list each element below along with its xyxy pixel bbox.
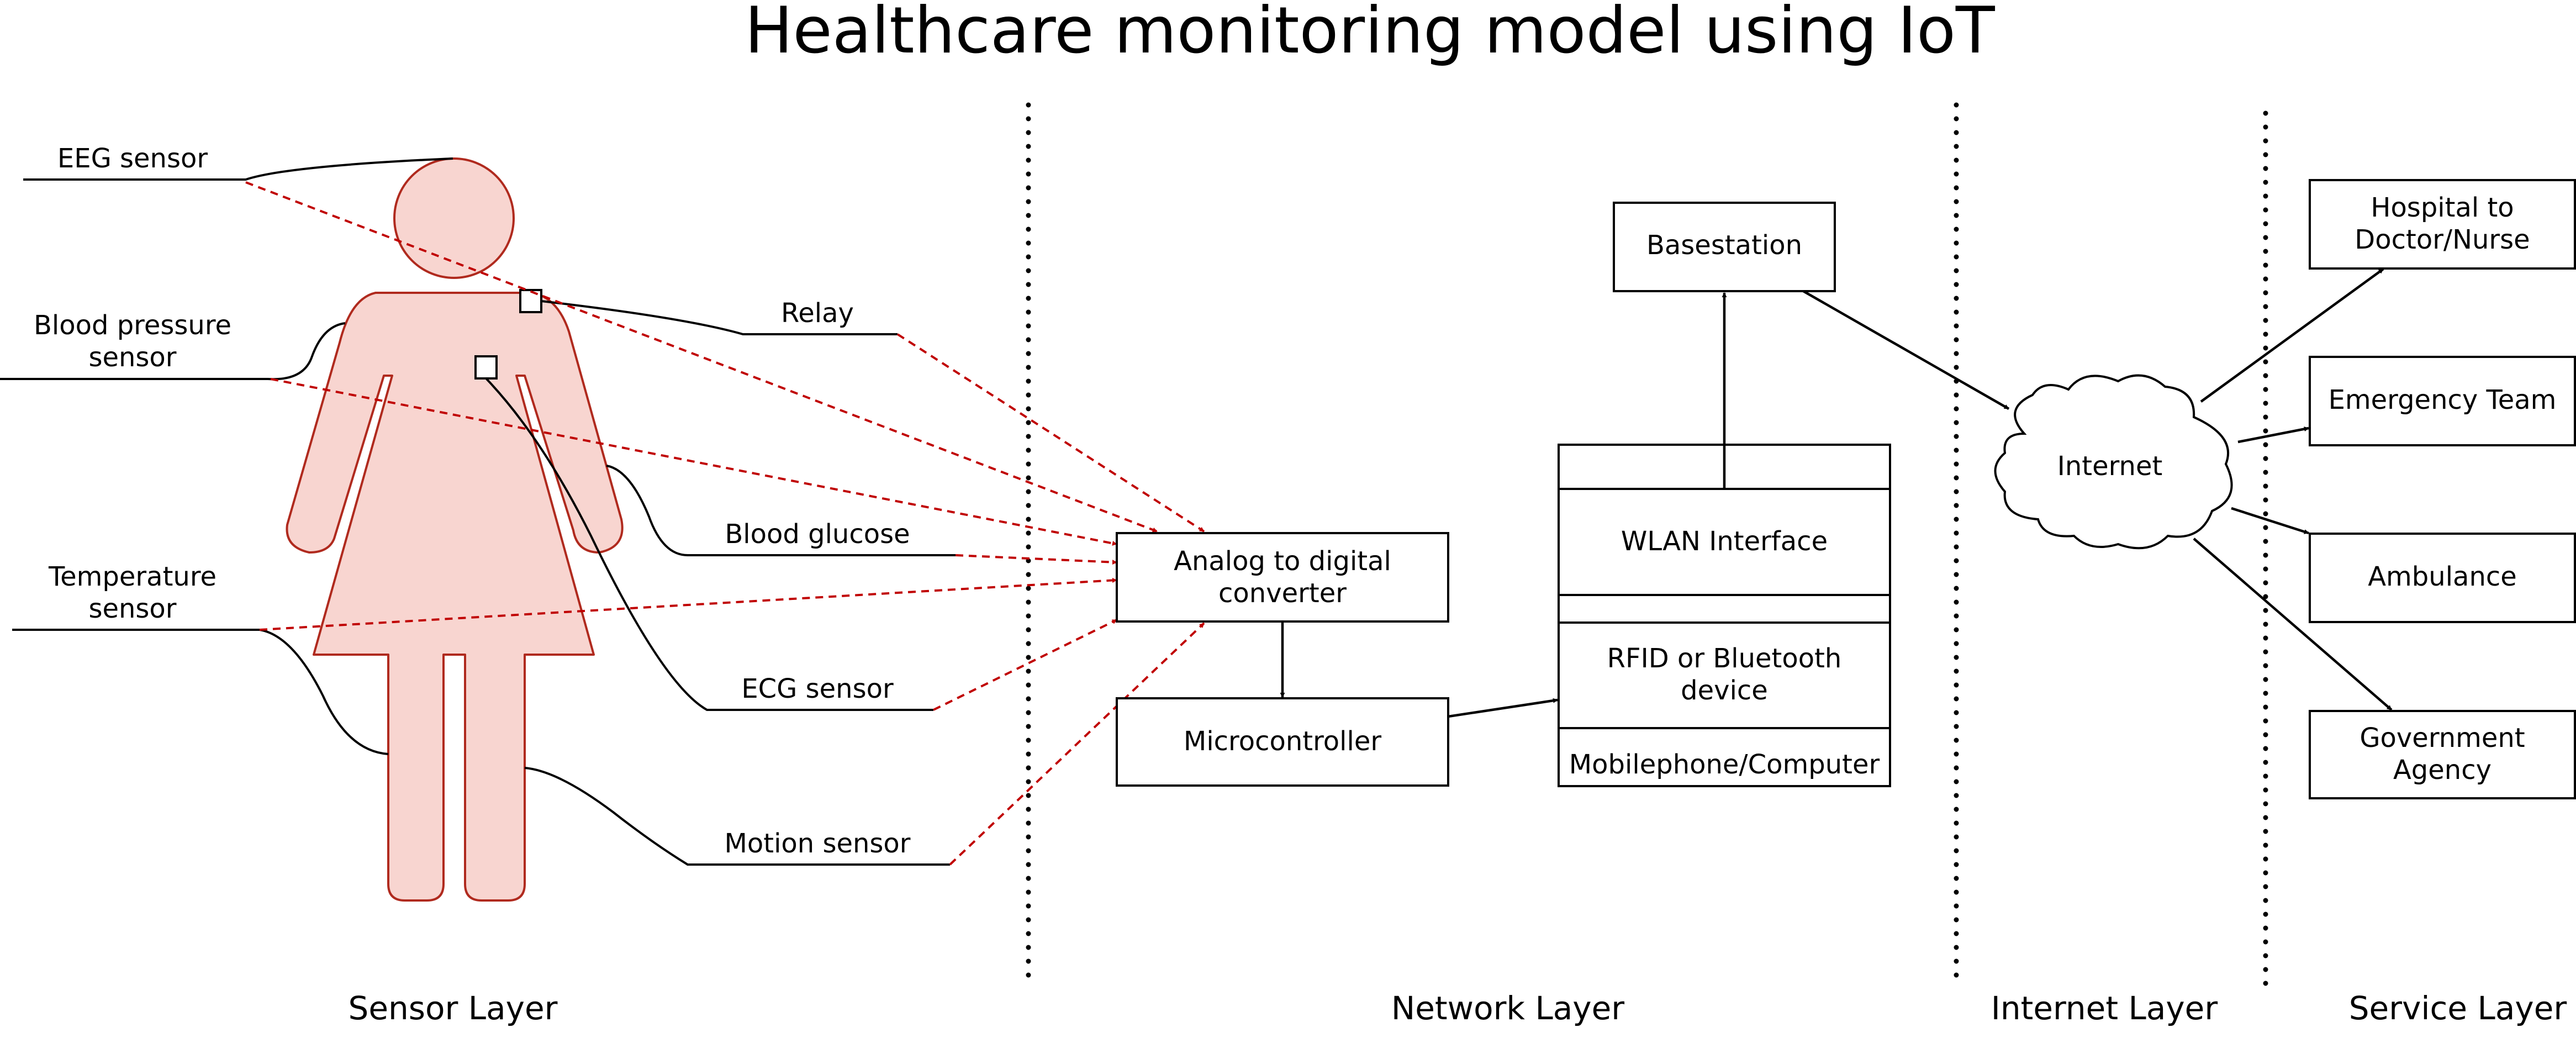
relay-sensor-node — [519, 289, 542, 313]
patient-head — [393, 157, 515, 279]
service-layer-label: Service Layer — [2349, 989, 2567, 1027]
basestation-box: Basestation — [1613, 202, 1836, 292]
rfid-label-2: device — [1681, 675, 1768, 706]
microcontroller-label: Microcontroller — [1184, 726, 1381, 757]
mobile-label: Mobilephone/Computer — [1569, 749, 1880, 780]
internet-cloud: Internet — [1994, 374, 2233, 550]
sensor-wires — [0, 157, 956, 866]
emergency-box: Emergency Team — [2309, 356, 2576, 446]
eeg-sensor-label: EEG sensor — [57, 143, 208, 174]
rfid-label-1: RFID or Bluetooth — [1607, 643, 1842, 674]
temp-sensor-label-1: Temperature — [48, 561, 217, 592]
adc-label-1: Analog to digital — [1174, 546, 1391, 577]
internet-label: Internet — [2057, 451, 2163, 482]
relay-wire — [541, 300, 898, 335]
adc-label-2: converter — [1218, 578, 1347, 609]
emergency-label: Emergency Team — [2329, 384, 2557, 415]
motion-wire — [524, 767, 950, 866]
bp-signal — [270, 378, 1117, 546]
wlan-label: WLAN Interface — [1621, 526, 1828, 557]
ecg-sensor-label: ECG sensor — [741, 673, 894, 704]
motion-signal — [949, 622, 1205, 866]
cloud-icon — [1994, 374, 2233, 550]
ambulance-label: Ambulance — [2368, 561, 2517, 592]
ecg-sensor-node — [474, 355, 498, 380]
eeg-wire — [23, 157, 453, 181]
patient-figure — [286, 157, 624, 902]
ambulance-box: Ambulance — [2309, 533, 2576, 623]
relay-signal — [896, 333, 1205, 533]
patient-body — [286, 292, 624, 902]
microcontroller-box: Microcontroller — [1116, 697, 1449, 787]
bp-sensor-label-1: Blood pressure — [34, 310, 231, 341]
basestation-to-internet-arrow — [1802, 290, 2010, 410]
network-layer-label: Network Layer — [1391, 989, 1624, 1027]
ecg-signal — [933, 619, 1117, 711]
relay-label: Relay — [781, 298, 854, 329]
hospital-box: Hospital to Doctor/Nurse — [2309, 179, 2576, 270]
hospital-label-2: Doctor/Nurse — [2355, 224, 2530, 255]
diagram-title: Healthcare monitoring model using IoT — [745, 0, 1996, 68]
glucose-wire — [606, 465, 956, 556]
temp-wire — [12, 629, 389, 755]
internet-layer-label: Internet Layer — [1991, 989, 2218, 1027]
government-label-1: Government — [2359, 723, 2525, 754]
government-box: Government Agency — [2309, 710, 2576, 799]
internet-to-hospital-arrow — [2200, 268, 2384, 403]
temp-signal — [259, 577, 1117, 631]
motion-sensor-label: Motion sensor — [724, 828, 910, 859]
glucose-sensor-label: Blood glucose — [725, 519, 910, 550]
adc-box: Analog to digital converter — [1116, 532, 1449, 623]
device-stack: WLAN Interface RFID or Bluetooth device … — [1558, 444, 1891, 787]
ecg-wire — [485, 377, 933, 711]
basestation-label: Basestation — [1646, 230, 1802, 261]
mcu-to-device-arrow — [1448, 698, 1558, 718]
government-label-2: Agency — [2393, 755, 2491, 786]
sensor-signal-paths — [245, 181, 1205, 866]
eeg-signal — [245, 181, 1158, 533]
hospital-label-1: Hospital to — [2371, 192, 2514, 223]
internet-to-ambulance-arrow — [2231, 507, 2309, 535]
bp-sensor-label-2: sensor — [88, 342, 176, 373]
bp-wire — [0, 322, 346, 381]
internet-to-emergency-arrow — [2237, 426, 2309, 444]
internet-to-government-arrow — [2193, 538, 2393, 711]
temp-sensor-label-2: sensor — [88, 593, 176, 624]
sensor-layer-label: Sensor Layer — [349, 989, 558, 1027]
glucose-signal — [955, 554, 1117, 565]
